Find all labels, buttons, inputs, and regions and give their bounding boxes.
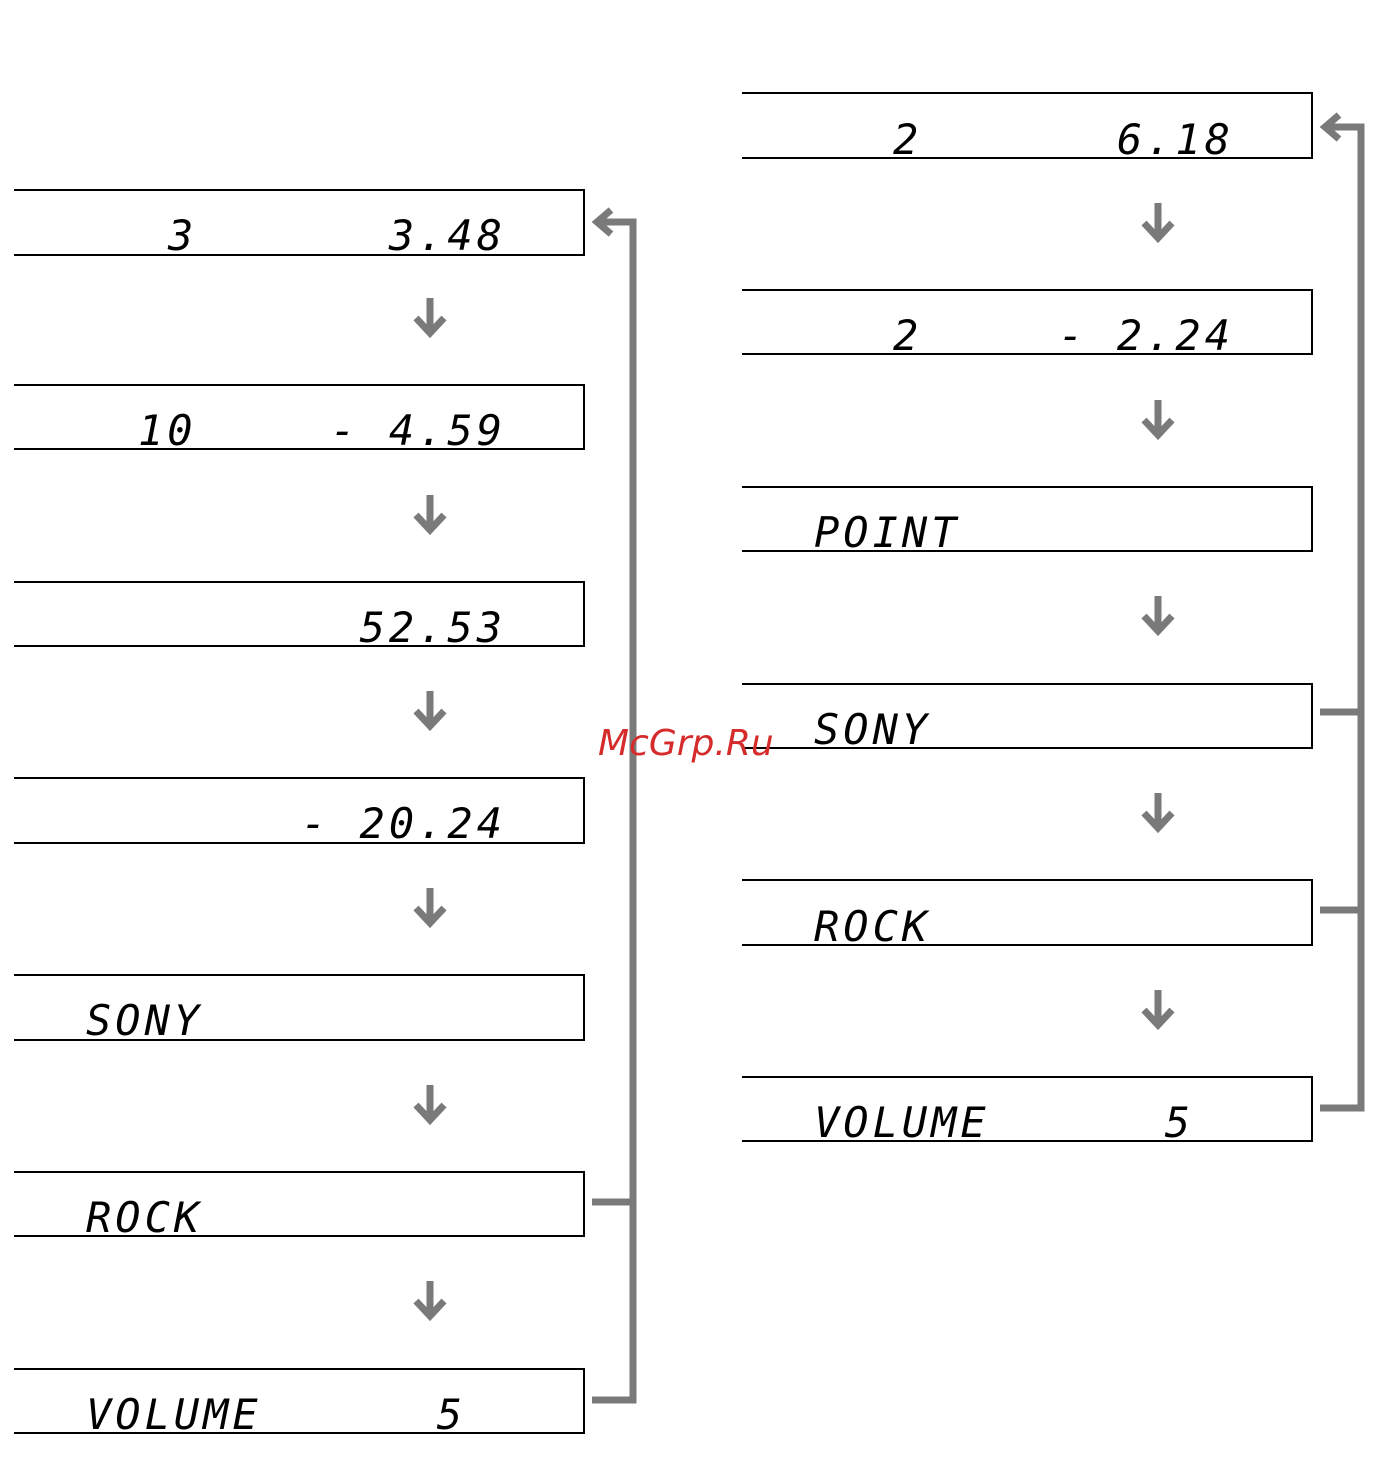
left-column: 3 3.48 10 - 4.59 52.53 - 20.24 SONY ROCK bbox=[14, 190, 584, 1439]
lcd-display: 3 3.48 bbox=[14, 190, 584, 260]
lcd-right-text: - 20.24 bbox=[301, 799, 506, 848]
lcd-display: POINT bbox=[742, 487, 1312, 557]
down-arrow-icon bbox=[1144, 596, 1172, 631]
lcd-display: 2 - 2.24 bbox=[742, 290, 1312, 360]
down-arrow-icon bbox=[416, 495, 444, 530]
lcd-display: VOLUME 5 bbox=[742, 1077, 1312, 1147]
lcd-right-text: 5 bbox=[1165, 1098, 1194, 1147]
lcd-right-text: 5 bbox=[437, 1390, 466, 1439]
lcd-left-text: 2 bbox=[893, 311, 922, 360]
lcd-left-text: POINT bbox=[814, 508, 960, 557]
lcd-right-text: - 4.59 bbox=[330, 406, 506, 455]
lcd-display: ROCK bbox=[742, 880, 1312, 951]
lcd-left-text: 3 bbox=[167, 211, 197, 260]
lcd-display: VOLUME 5 bbox=[14, 1369, 584, 1439]
lcd-display: 2 6.18 bbox=[742, 93, 1312, 164]
lcd-left-text: 10 bbox=[138, 406, 197, 455]
lcd-display: - 20.24 bbox=[14, 778, 584, 848]
down-arrow-icon bbox=[416, 298, 444, 333]
lcd-left-text: ROCK bbox=[814, 902, 931, 951]
lcd-left-text: 2 bbox=[893, 115, 922, 164]
down-arrow-icon bbox=[1144, 400, 1172, 435]
lcd-right-text: 52.53 bbox=[360, 603, 506, 652]
loop-line bbox=[1320, 127, 1361, 1108]
lcd-left-text: ROCK bbox=[86, 1193, 203, 1242]
lcd-display: 10 - 4.59 bbox=[14, 385, 584, 455]
down-arrow-icon bbox=[1144, 793, 1172, 828]
down-arrow-icon bbox=[1144, 990, 1172, 1025]
down-arrow-icon bbox=[416, 691, 444, 726]
lcd-right-text: 3.48 bbox=[388, 211, 506, 260]
down-arrow-icon bbox=[416, 1085, 444, 1120]
down-arrow-icon bbox=[416, 1281, 444, 1316]
loop-line bbox=[592, 222, 633, 1400]
lcd-display: 52.53 bbox=[14, 582, 584, 652]
watermark-text: McGrp.Ru bbox=[598, 723, 774, 764]
down-arrow-icon bbox=[416, 888, 444, 923]
right-loop-connector bbox=[1320, 115, 1361, 1108]
lcd-display: SONY bbox=[14, 975, 584, 1045]
left-loop-connector bbox=[592, 210, 633, 1400]
down-arrow-icon bbox=[1144, 203, 1172, 238]
lcd-display: SONY bbox=[742, 684, 1312, 754]
lcd-display: ROCK bbox=[14, 1172, 584, 1242]
lcd-right-text: 6.18 bbox=[1117, 115, 1234, 164]
lcd-left-text: SONY bbox=[814, 705, 931, 754]
lcd-left-text: VOLUME bbox=[814, 1098, 990, 1147]
right-column: 2 6.18 2 - 2.24 POINT SONY ROCK VOLUME 5 bbox=[742, 93, 1312, 1147]
lcd-left-text: SONY bbox=[86, 996, 203, 1045]
lcd-left-text: VOLUME bbox=[86, 1390, 262, 1439]
lcd-right-text: - 2.24 bbox=[1058, 311, 1234, 360]
